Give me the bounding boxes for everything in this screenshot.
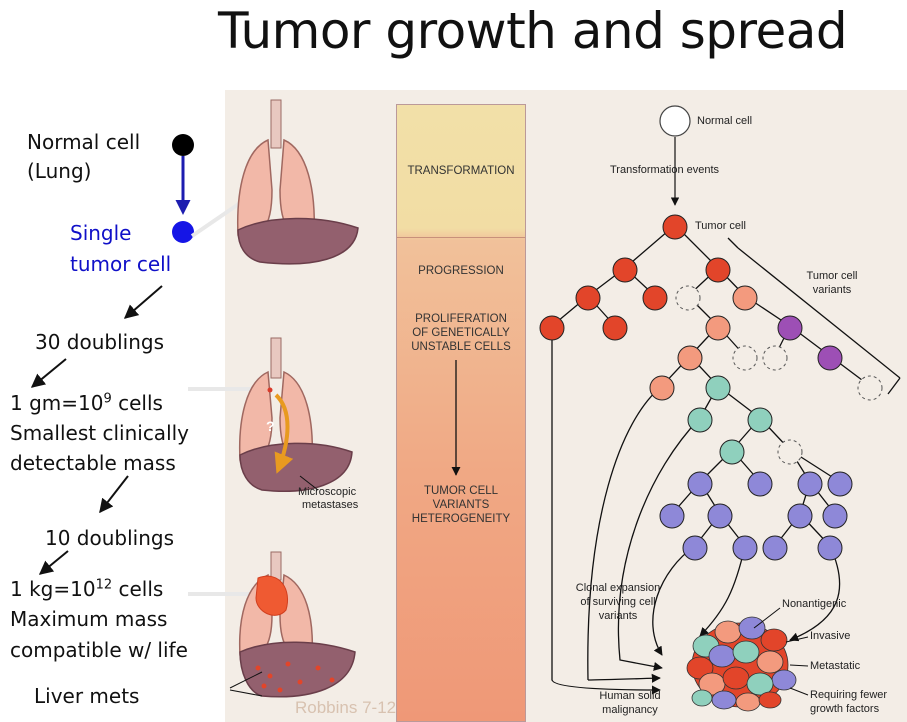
- arrow-10-doublings: [99, 475, 129, 514]
- doublings-10-label: 10 doublings: [45, 526, 175, 550]
- tumor-cell-variants-label-2: variants: [812, 284, 852, 296]
- liver-mets-label: Liver mets: [34, 684, 140, 708]
- lung-liver-drawing-1: [236, 99, 359, 265]
- doublings-30-label: 30 doublings: [35, 330, 165, 354]
- stripe-divider: [397, 237, 525, 238]
- stripe-progression: PROGRESSION: [418, 265, 504, 277]
- stripe-variants-3: HETEROGENEITY: [411, 513, 511, 525]
- single-label: Single: [70, 221, 132, 245]
- stripe-proliferation-3: UNSTABLE CELLS: [411, 341, 511, 353]
- stripe-transformation: TRANSFORMATION: [407, 165, 515, 177]
- microscopic-label-1: Microscopic: [298, 486, 357, 498]
- requiring-label-1: Requiring fewer: [810, 689, 888, 701]
- gram-label: 1 gm=109 cells: [10, 391, 163, 415]
- page-title: Tumor growth and spread: [218, 2, 848, 60]
- figure-panel: [225, 90, 907, 722]
- microscopic-label-2: metastases: [302, 499, 359, 511]
- watermark: Robbins 7-12: [295, 698, 397, 717]
- human-label-2: malignancy: [602, 704, 658, 716]
- tumor-mass: [686, 616, 797, 712]
- tumor-mass-leaders: [753, 607, 809, 696]
- lung-label: (Lung): [27, 159, 92, 183]
- invasive-label: Invasive: [810, 630, 851, 642]
- normal-cell-fig-label: Normal cell: [697, 115, 753, 127]
- progression-stripe: TRANSFORMATION PROGRESSION PROLIFERATION…: [396, 104, 526, 722]
- normal-cell-label: Normal cell: [27, 130, 141, 154]
- arrow-to-kilogram: [38, 550, 69, 575]
- nonantigenic-label: Nonantigenic: [782, 598, 847, 610]
- single-cell-dot: [172, 221, 194, 243]
- lung-liver-drawing-3: [229, 551, 356, 698]
- stripe-proliferation-1: PROLIFERATION: [415, 313, 507, 325]
- kilogram-label: 1 kg=1012 cells: [10, 577, 164, 601]
- stripe-variants-1: TUMOR CELL: [423, 485, 499, 497]
- detectable-label: detectable mass: [10, 451, 176, 475]
- clonal-label-3: variants: [598, 610, 638, 622]
- smallest-label: Smallest clinically: [10, 421, 190, 445]
- transformation-events-label: Transformation events: [610, 164, 720, 176]
- normal-cell-dot: [172, 134, 194, 156]
- arrow-to-gram: [30, 358, 67, 388]
- clonal-label-1: Clonal expansion: [575, 582, 661, 594]
- title-bar: Tumor growth and spread: [0, 0, 907, 68]
- cell-lineage-tree: [539, 105, 901, 695]
- tumor-cell-label: tumor cell: [70, 252, 172, 276]
- clonal-label-2: of surviving cell: [580, 596, 656, 608]
- arrow-30-doublings: [123, 285, 163, 319]
- tumor-cell-variants-label-1: Tumor cell: [806, 270, 858, 282]
- tumor-cell-fig-label: Tumor cell: [695, 220, 746, 232]
- stripe-variants-2: VARIANTS: [432, 499, 490, 511]
- lung-liver-drawing-2: [238, 337, 353, 492]
- compatible-label: compatible w/ life: [10, 638, 188, 662]
- human-label-1: Human solid: [599, 690, 661, 702]
- requiring-label-2: growth factors: [810, 703, 880, 715]
- metastatic-label: Metastatic: [810, 660, 861, 672]
- maximum-label: Maximum mass: [10, 607, 168, 631]
- question-mark: ?: [266, 418, 275, 434]
- stripe-proliferation-2: OF GENETICALLY: [412, 327, 510, 339]
